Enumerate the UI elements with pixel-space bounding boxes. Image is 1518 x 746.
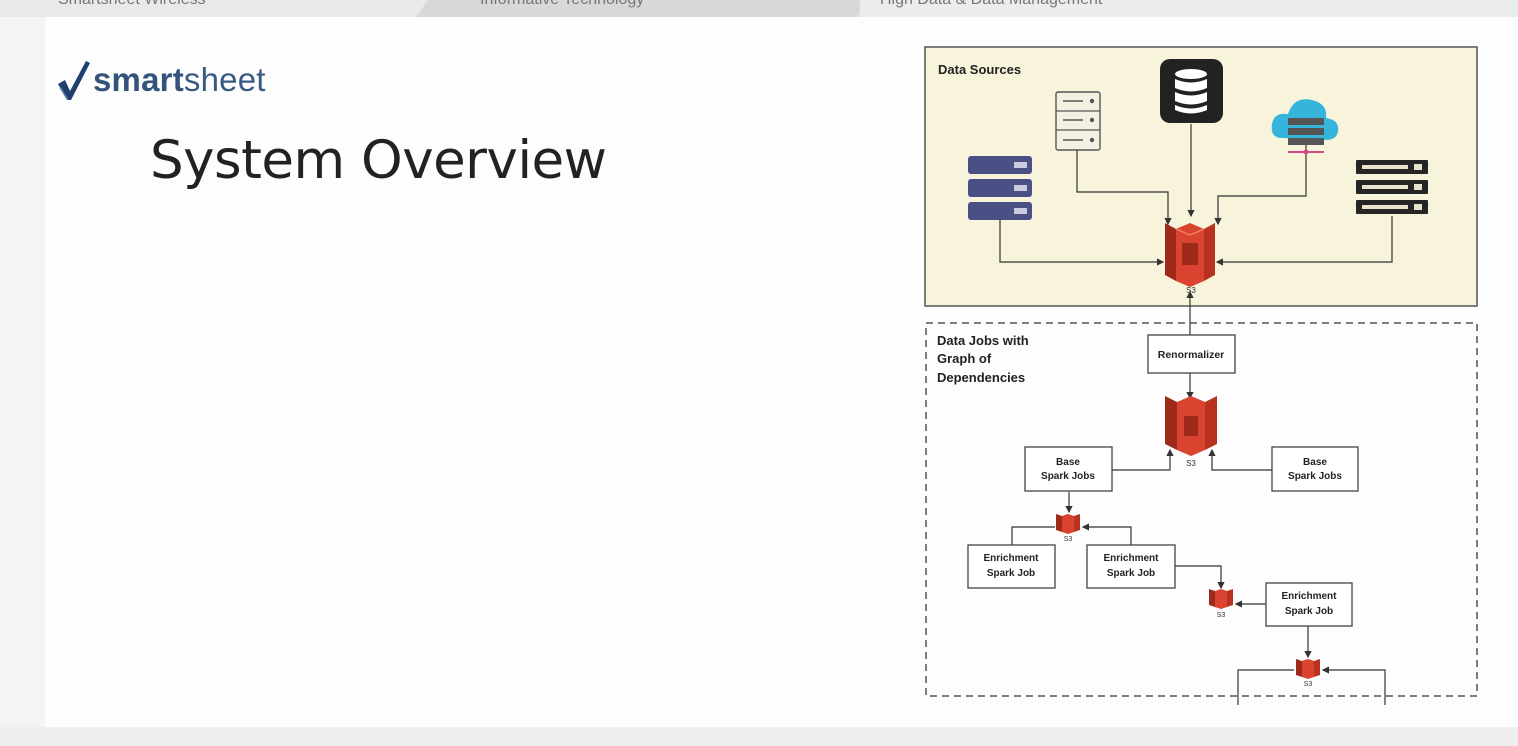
- enrichment-2-line1: Enrichment: [1103, 553, 1159, 564]
- data-jobs-panel: [925, 322, 1478, 697]
- breadcrumb-item-1[interactable]: Smartsheet Wireless: [58, 0, 206, 9]
- enrichment-3-line1: Enrichment: [1281, 591, 1337, 602]
- bottom-band: [0, 727, 1518, 746]
- enrichment-spark-job-box-1: [967, 544, 1056, 589]
- base-spark-jobs-box-right: [1271, 446, 1359, 492]
- enrichment-2-line2: Spark Job: [1107, 568, 1155, 579]
- s3-label-small-3: S3: [1304, 681, 1313, 688]
- slide-title: System Overview: [150, 130, 607, 191]
- data-sources-label: Data Sources: [938, 62, 1021, 77]
- server-stack-icon: [968, 156, 1032, 220]
- enrichment-1-line1: Enrichment: [983, 553, 1039, 564]
- s3-bucket-icon-small-2: [1209, 589, 1233, 609]
- database-icon: [1160, 59, 1223, 123]
- tower-server-icon: [1055, 91, 1101, 151]
- s3-label-small-2: S3: [1217, 612, 1226, 619]
- s3-label-2: S3: [1186, 459, 1196, 468]
- smartsheet-logo: smartsheet: [55, 58, 266, 102]
- enrichment-3-line2: Spark Job: [1285, 606, 1333, 617]
- base-spark-jobs-box-left: [1024, 446, 1113, 492]
- breadcrumb-segment-1[interactable]: [0, 0, 430, 17]
- enrichment-1-line2: Spark Job: [987, 568, 1035, 579]
- renormalizer-box: [1147, 334, 1236, 374]
- breadcrumb-segment-3[interactable]: [860, 0, 1518, 17]
- checkmark-icon: [58, 61, 90, 100]
- renormalizer-label: Renormalizer: [1158, 349, 1225, 361]
- data-jobs-label-line1: Data Jobs with: [937, 333, 1029, 348]
- s3-label-small-1: S3: [1064, 536, 1073, 543]
- breadcrumb-bar: Smartsheet Wireless Informative Technolo…: [0, 0, 1518, 17]
- base-spark-jobs-left-line2: Spark Jobs: [1041, 471, 1095, 482]
- data-jobs-label-line3: Dependencies: [937, 370, 1025, 385]
- enrichment-spark-job-box-2: [1086, 544, 1176, 589]
- enrichment-spark-job-box-3: [1265, 582, 1353, 627]
- breadcrumb-item-2[interactable]: Informative Technology: [480, 0, 644, 9]
- s3-bucket-icon-small-3: [1296, 659, 1320, 679]
- base-spark-jobs-right-line2: Spark Jobs: [1288, 471, 1342, 482]
- base-spark-jobs-right-line1: Base: [1303, 457, 1327, 468]
- breadcrumb-item-3[interactable]: High Data & Data Management: [880, 0, 1102, 9]
- base-spark-jobs-left-line1: Base: [1056, 457, 1080, 468]
- s3-bucket-icon-small-1: [1056, 514, 1080, 534]
- data-jobs-label-line2: Graph of: [937, 351, 992, 366]
- s3-bucket-icon-main: [1165, 223, 1215, 287]
- rack-server-icon: [1356, 160, 1428, 214]
- s3-bucket-icon-2: [1165, 396, 1217, 456]
- s3-label-main: S3: [1186, 286, 1196, 295]
- cloud-server-icon: [1271, 99, 1339, 155]
- logo-wordmark: smartsheet: [93, 61, 266, 98]
